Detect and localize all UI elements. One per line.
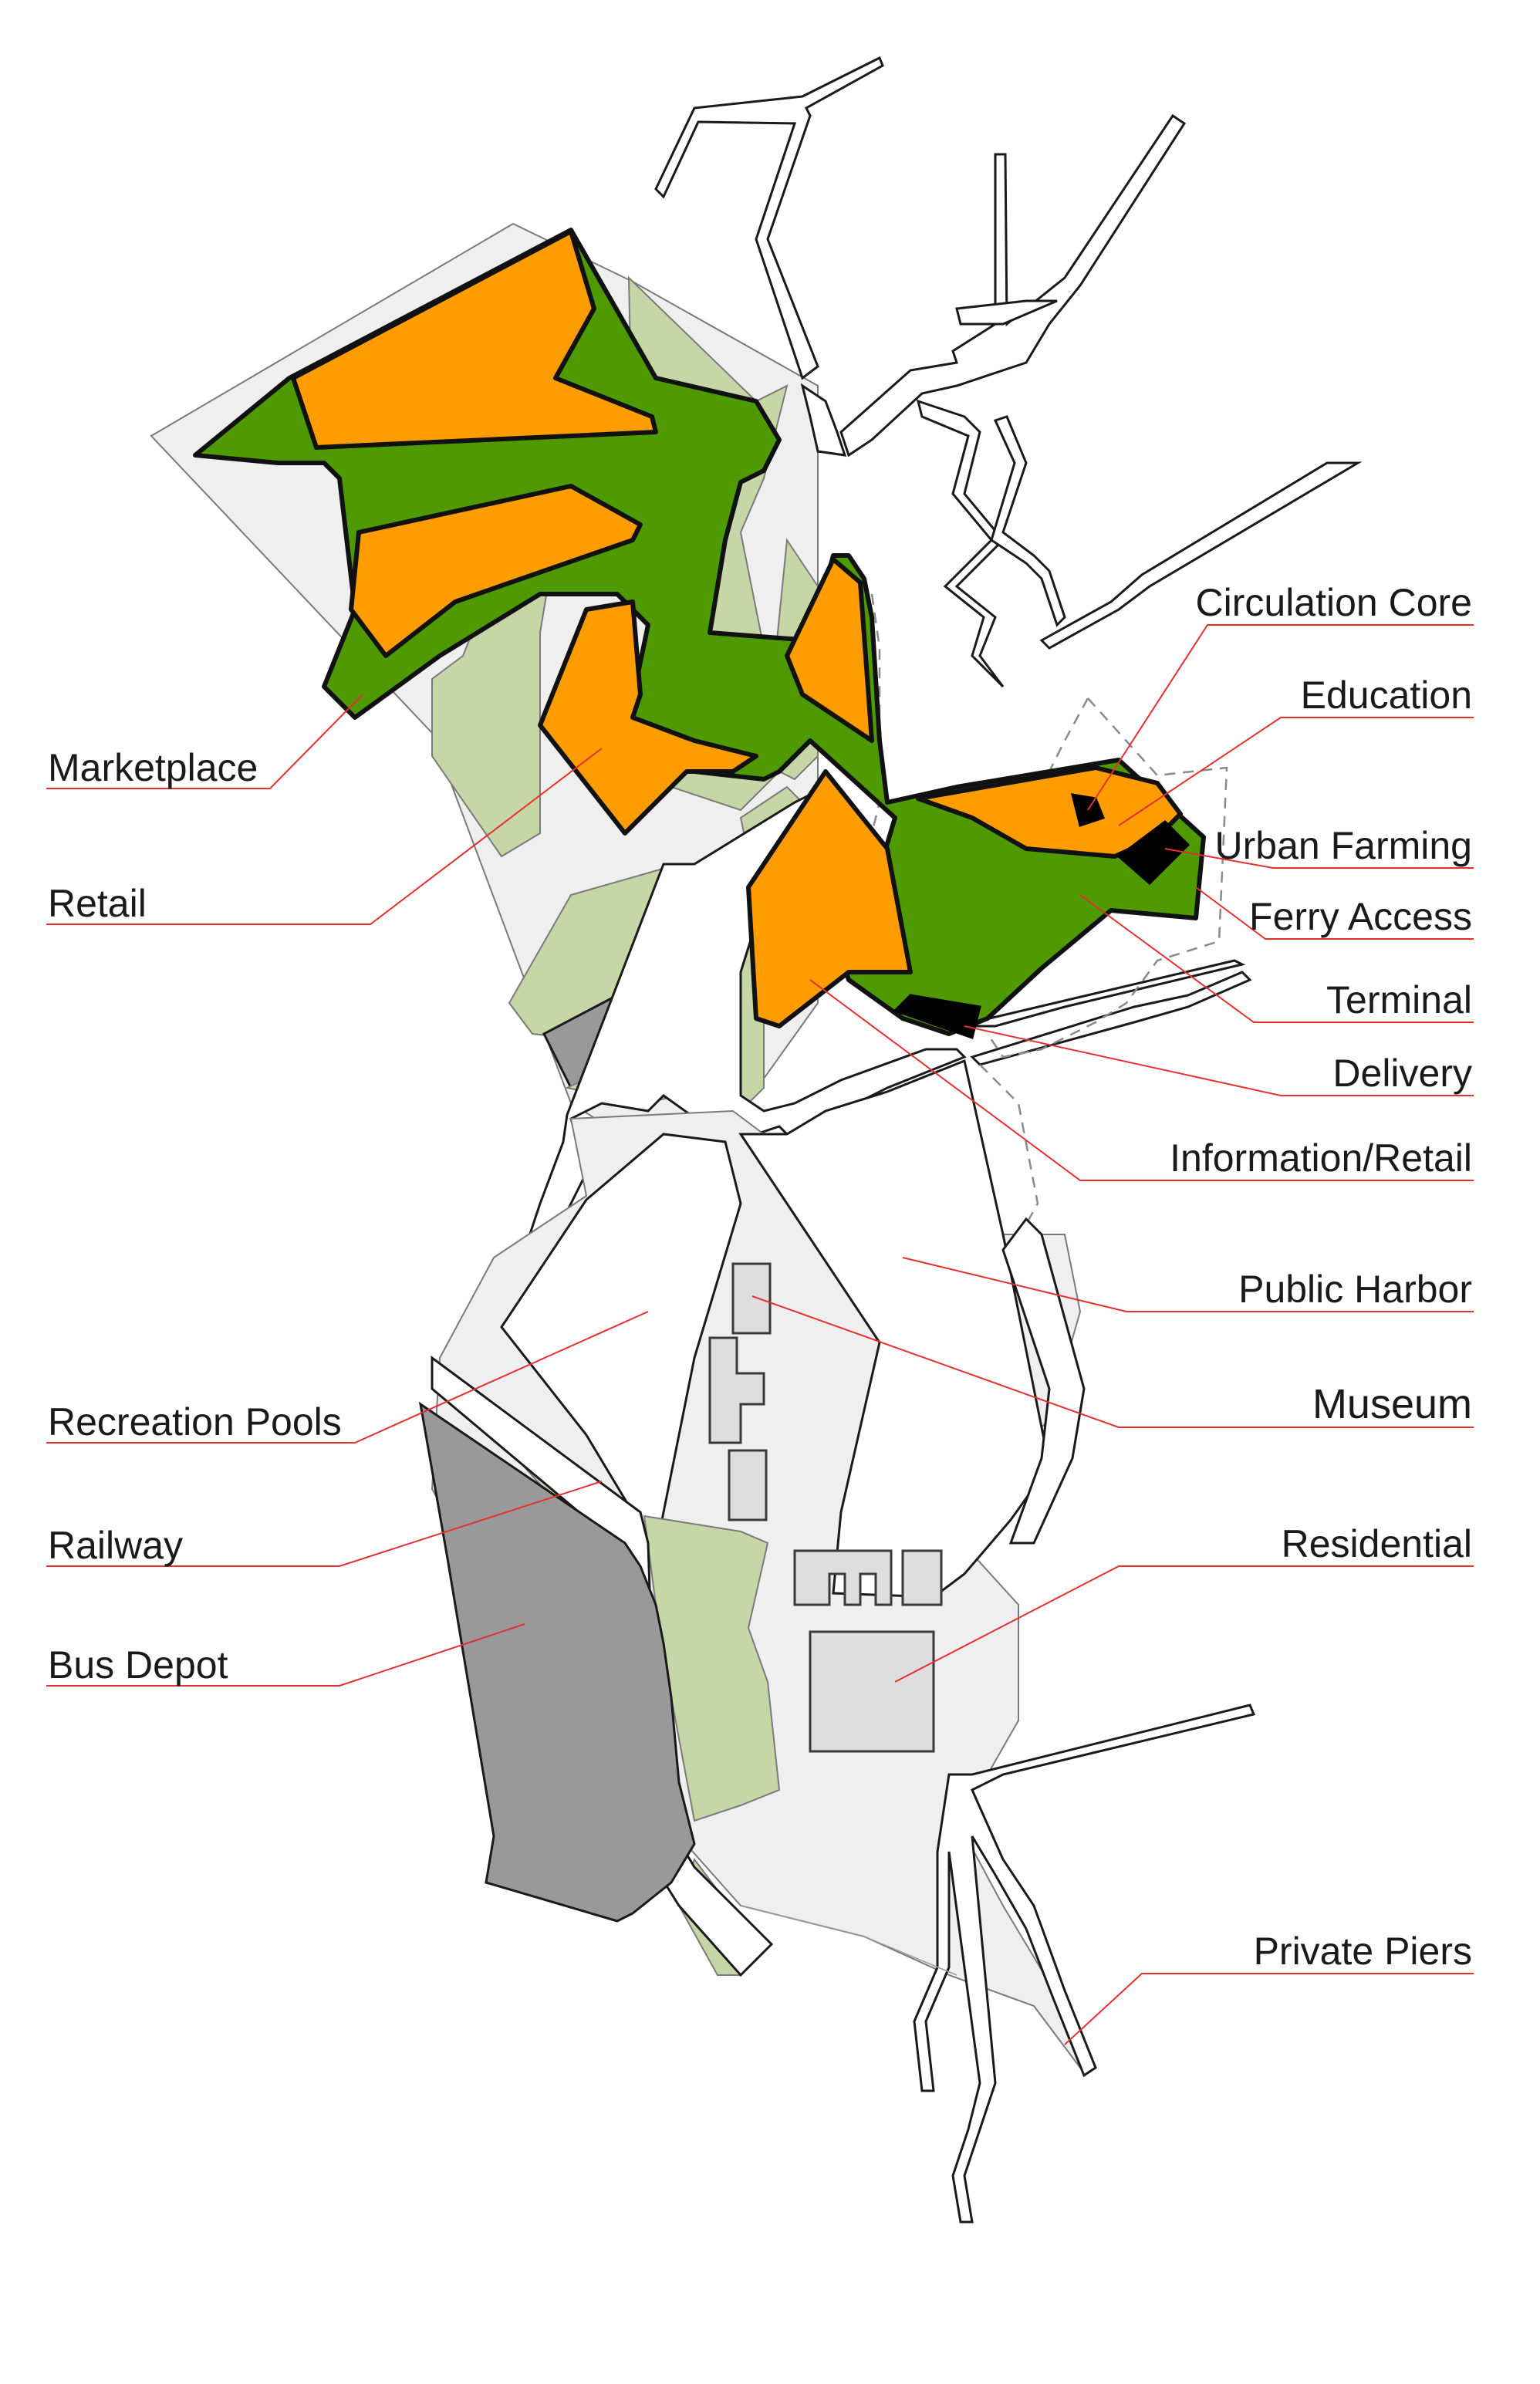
north-road-2 [839,113,1187,458]
label-public-harbor: Public Harbor [1238,1268,1472,1311]
leader-railway [46,1481,603,1567]
label-terminal: Terminal [1326,978,1472,1021]
leader-information-retail [809,979,1474,1181]
leader-retail [46,748,603,925]
residential-block-2 [901,1549,943,1606]
museum-bldg-1 [731,1262,772,1335]
museum-bldg-3 [728,1449,768,1521]
urban-farming-block [1116,820,1190,886]
leader-delivery [964,1025,1474,1096]
leader-bus-depot [46,1623,525,1687]
retail-block-sw [538,599,758,836]
label-recreation-pools: Recreation Pools [48,1400,342,1444]
label-circulation-core: Circulation Core [1196,581,1472,624]
leader-recreation-pools [46,1311,649,1444]
label-bus-depot: Bus Depot [48,1643,228,1687]
retail-block-mid [785,557,874,743]
south-site [418,1059,1256,2224]
north-road-1 [654,56,884,380]
museum-bldg-2 [708,1336,765,1444]
label-marketplace: Marketplace [48,746,258,789]
ferry-dashed-outline [986,697,1228,1059]
retail-block-w [349,484,643,658]
delivery-block [893,994,981,1039]
recreation-pools-water [500,1133,742,1555]
label-information-retail: Information/Retail [1170,1136,1472,1180]
ferry-arm [956,959,1246,1028]
residential-block-3 [809,1630,935,1753]
north-road-3 [800,383,847,457]
leader-museum [751,1295,1474,1428]
label-education: Education [1301,674,1472,717]
leader-residential [894,1565,1474,1683]
private-piers-road [913,1704,1256,2224]
north-road-6 [1039,461,1363,650]
north-road-4 [916,399,1005,688]
label-retail: Retail [48,882,147,925]
label-residential: Residential [1282,1522,1472,1565]
north-road-7 [955,299,1058,326]
north-road-5 [990,415,1066,627]
leader-public-harbor [902,1257,1474,1312]
label-urban-farming: Urban Farming [1215,824,1472,867]
leader-urban-farming [1164,848,1474,869]
leader-marketplace [46,694,363,789]
bus-depot [418,1401,696,1923]
leader-education [1118,717,1474,826]
label-delivery: Delivery [1332,1052,1472,1095]
information-retail-block [746,769,913,1028]
label-museum: Museum [1312,1381,1472,1427]
label-private-piers: Private Piers [1254,1930,1472,1973]
labels: Marketplace Retail Recreation Pools Rail… [48,581,1472,1973]
south-harbor-pier [1001,1217,1086,1545]
road-network [523,56,1363,1274]
residential-block-1 [793,1549,893,1606]
leader-ferry-access [1195,886,1474,940]
leader-terminal [1079,894,1474,1023]
label-railway: Railway [48,1524,183,1567]
program-masses [193,228,1206,1039]
leader-private-piers [1064,1973,1474,2045]
leader-circulation-core [1087,624,1474,811]
leader-lines [46,624,1474,2045]
label-ferry-access: Ferry Access [1249,895,1472,938]
south-edge-line [740,1905,957,1976]
ferry-arm-2 [970,971,1252,1066]
retail-block-nw [291,229,658,450]
